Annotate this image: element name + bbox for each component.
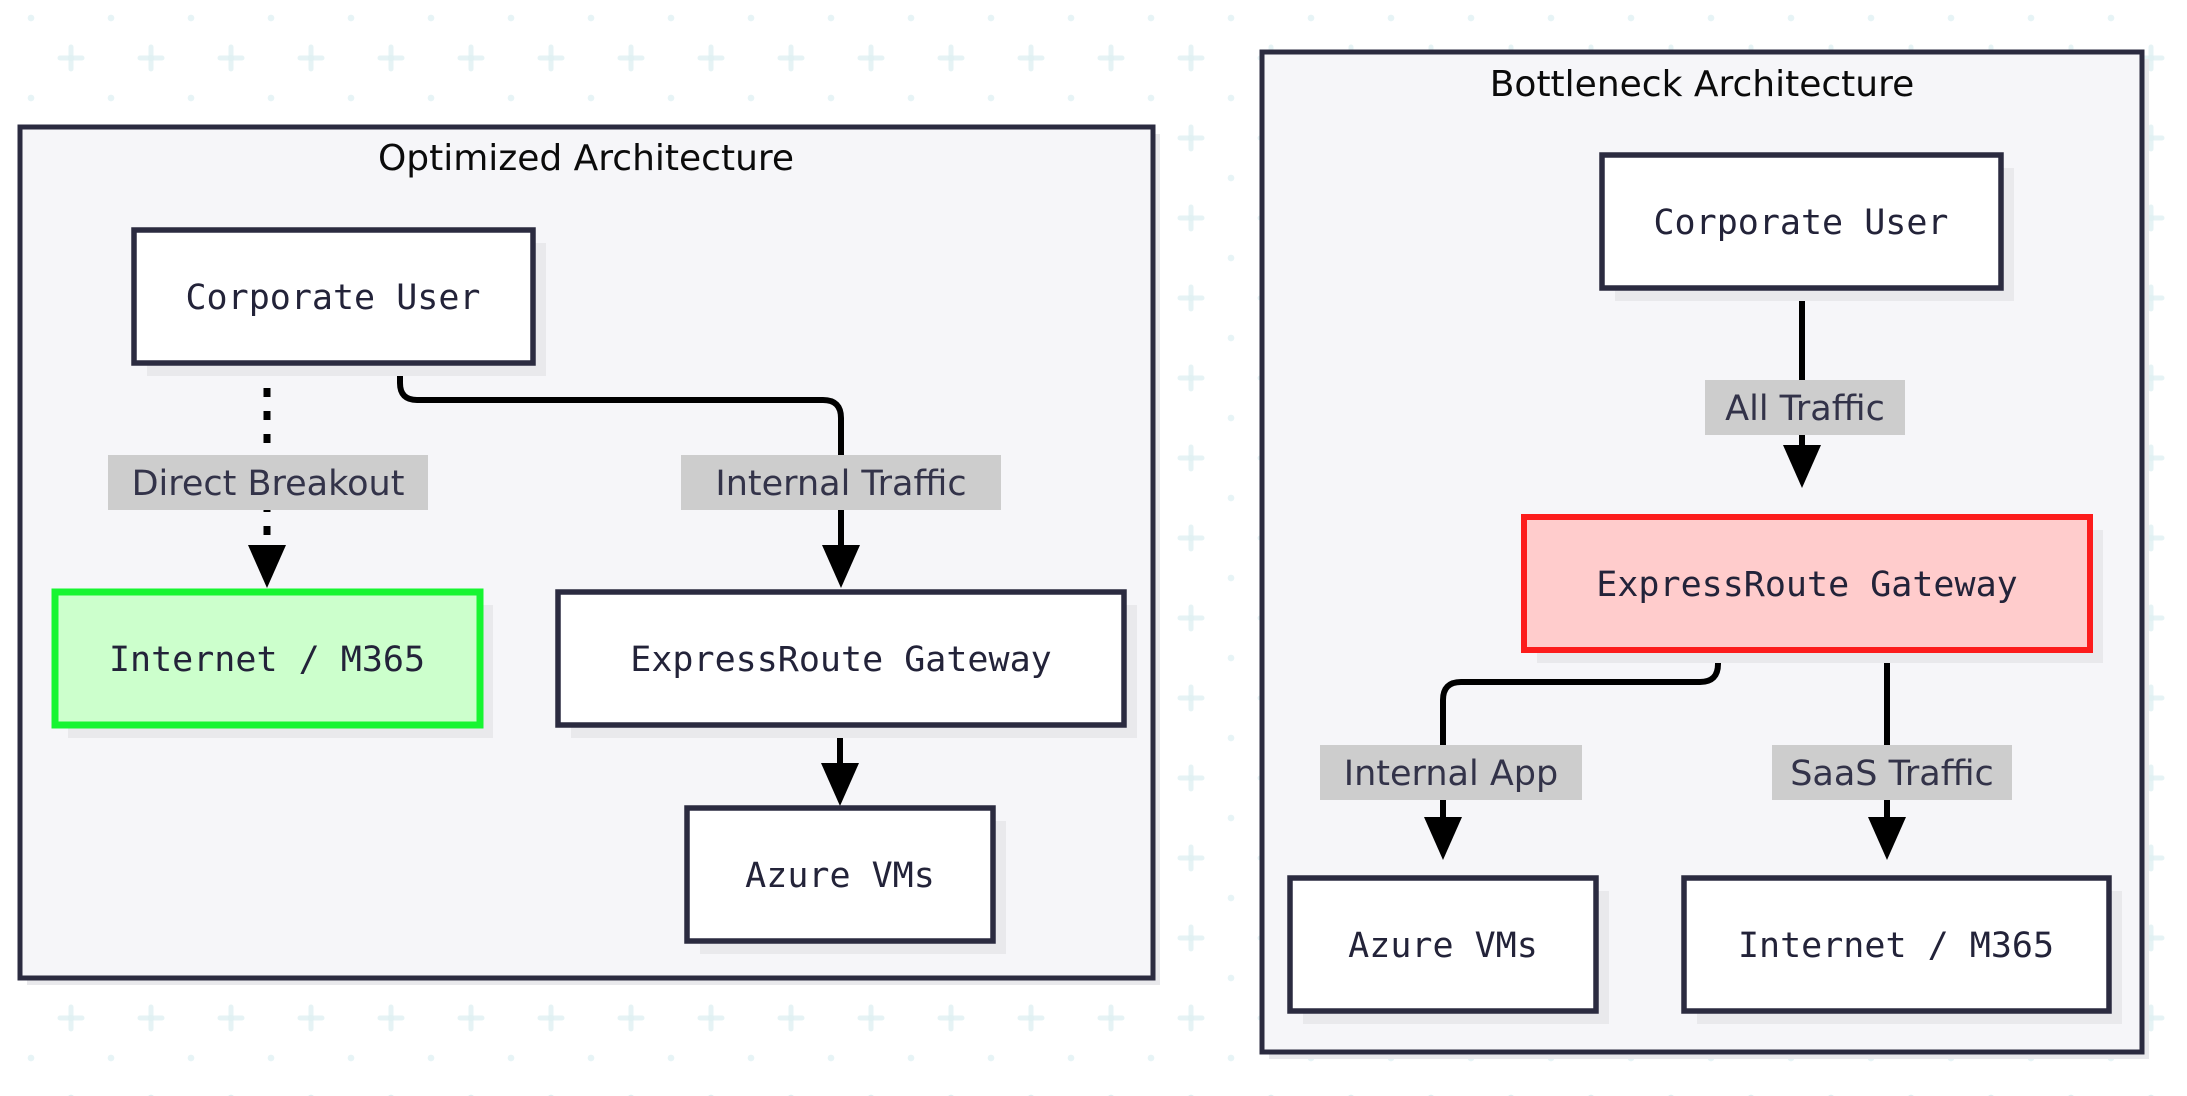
edge-internal-app[interactable]: [1424, 644, 1721, 860]
edge-label-internal-traffic-text: Internal Traffic: [715, 464, 966, 504]
edge-label-all-traffic: All Traffic: [1705, 380, 1905, 435]
panel-optimized-title: Optimized Architecture: [378, 138, 794, 179]
node-bot-expressroute-gateway[interactable]: ExpressRoute Gateway: [1521, 514, 2103, 663]
node-opt-corporate-user[interactable]: Corporate User: [131, 227, 546, 376]
edge-label-internal-traffic: Internal Traffic: [681, 455, 1001, 510]
panel-optimized: Optimized Architecture Corporate User: [17, 124, 1160, 985]
node-opt-azure-vms-label: Azure VMs: [745, 856, 935, 896]
node-opt-azure-vms[interactable]: Azure VMs: [684, 805, 1006, 954]
edge-direct-breakout[interactable]: [248, 365, 286, 588]
panel-bottleneck: Bottleneck Architecture Corporate User: [1259, 49, 2149, 1059]
node-bot-internet-m365-label: Internet / M365: [1738, 926, 2054, 966]
node-opt-corporate-user-label: Corporate User: [185, 278, 480, 318]
edge-label-internal-app-text: Internal App: [1344, 754, 1558, 794]
edge-internal-traffic[interactable]: [397, 365, 860, 588]
node-bot-corporate-user[interactable]: Corporate User: [1599, 152, 2014, 301]
node-opt-internet-m365[interactable]: Internet / M365: [51, 588, 493, 738]
edge-label-direct-breakout: Direct Breakout: [108, 455, 428, 510]
node-opt-expressroute-gateway-label: ExpressRoute Gateway: [630, 640, 1051, 680]
node-bot-azure-vms-label: Azure VMs: [1348, 926, 1538, 966]
node-bot-internet-m365[interactable]: Internet / M365: [1681, 875, 2122, 1024]
edge-saas-traffic[interactable]: [1868, 644, 1906, 860]
node-opt-internet-m365-label: Internet / M365: [109, 640, 425, 680]
node-bot-expressroute-gateway-label: ExpressRoute Gateway: [1596, 565, 2017, 605]
panel-bottleneck-title: Bottleneck Architecture: [1490, 64, 1915, 105]
node-bot-corporate-user-label: Corporate User: [1653, 203, 1948, 243]
edge-label-internal-app: Internal App: [1320, 745, 1582, 800]
edge-label-direct-breakout-text: Direct Breakout: [132, 464, 405, 504]
edge-label-saas-traffic: SaaS Traffic: [1772, 745, 2012, 800]
edge-label-all-traffic-text: All Traffic: [1725, 389, 1885, 429]
node-bot-azure-vms[interactable]: Azure VMs: [1287, 875, 1609, 1024]
node-opt-expressroute-gateway[interactable]: ExpressRoute Gateway: [555, 589, 1137, 738]
edge-label-saas-traffic-text: SaaS Traffic: [1790, 754, 1994, 794]
